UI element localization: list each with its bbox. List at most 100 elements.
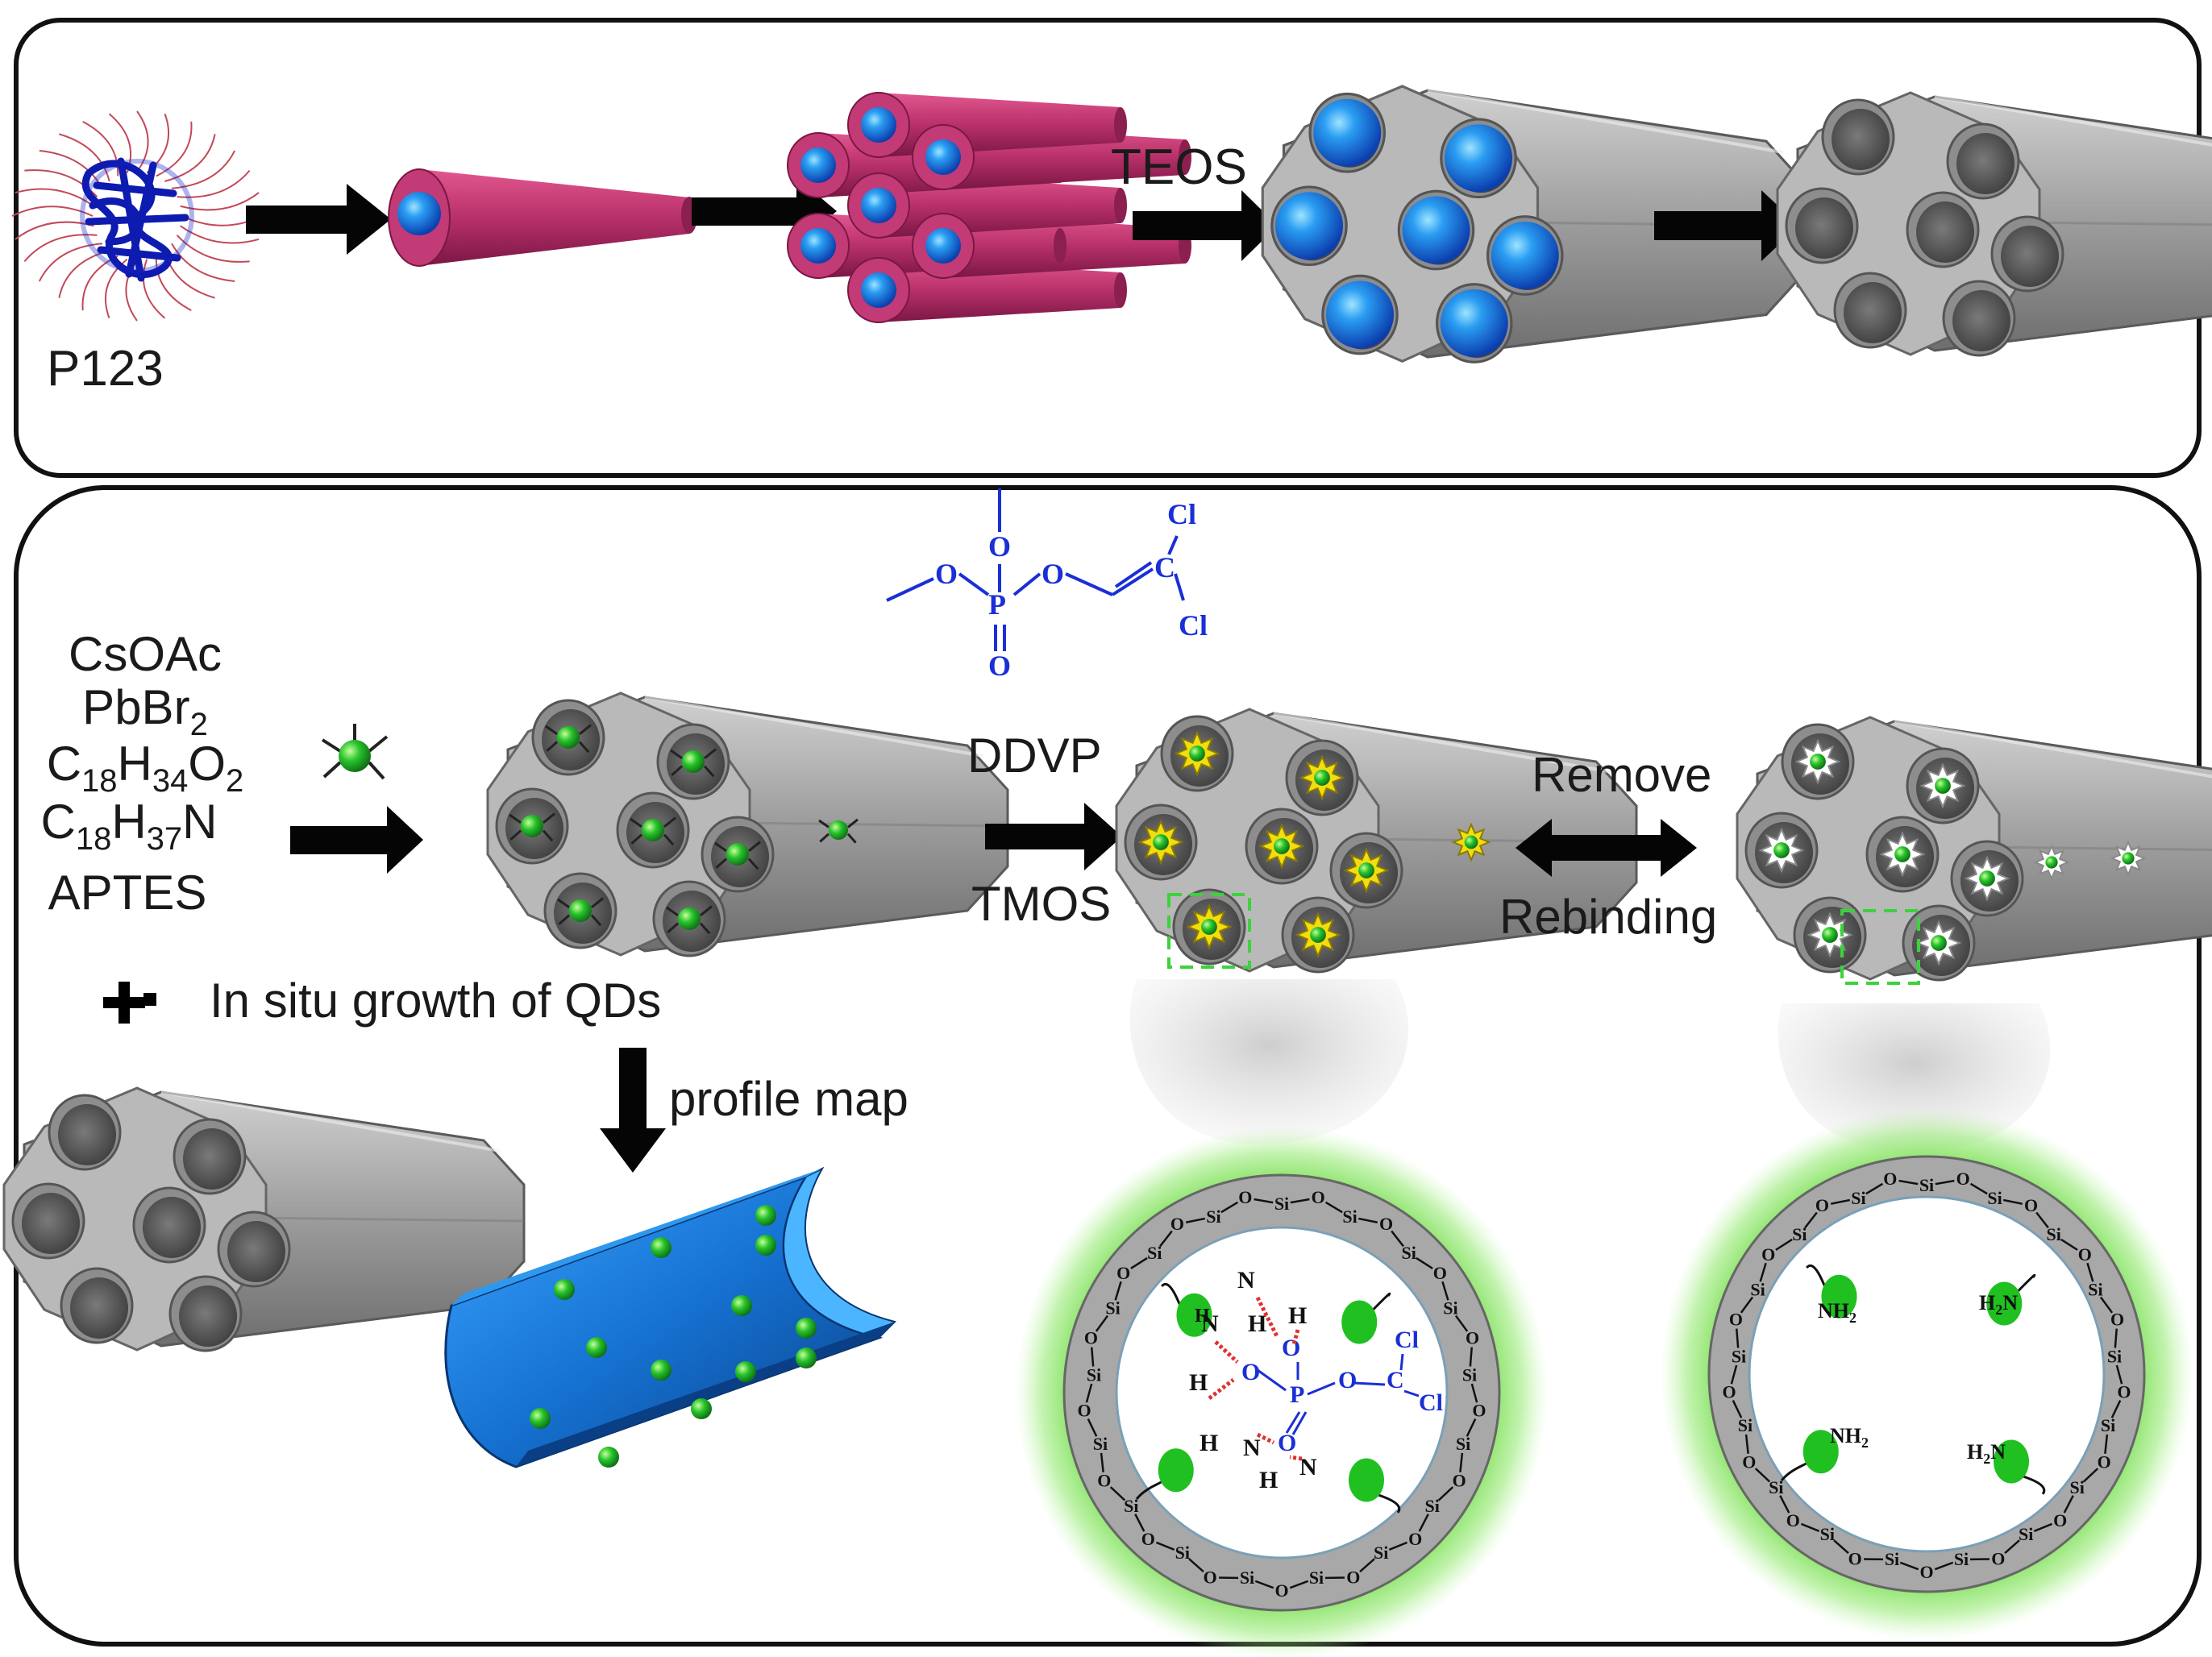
reagent-list: CsOAc PbBr2 C18H34O2 C18H37N APTES <box>40 627 243 920</box>
si-o-atom: Si <box>1147 1243 1162 1263</box>
reagent-aptes: APTES <box>48 866 207 920</box>
si-o-atom: Si <box>1738 1415 1753 1435</box>
pore-opening <box>1844 282 1902 343</box>
quantum-dot <box>731 1295 752 1316</box>
quantum-dot <box>1821 1274 1857 1319</box>
si-o-atom: Si <box>1987 1188 2002 1208</box>
quantum-dot <box>735 1361 756 1382</box>
si-o-atom: O <box>2078 1244 2092 1265</box>
template-core <box>1491 222 1559 289</box>
quantum-dot <box>670 748 717 778</box>
si-o-atom: O <box>2053 1510 2067 1530</box>
profile-map-label: profile map <box>669 1072 908 1126</box>
arrow-down-icon <box>600 1048 666 1173</box>
amine-hydrogen: H <box>1200 1430 1218 1456</box>
si-o-atom: O <box>1238 1187 1252 1207</box>
amine-group: NH2 <box>1818 1299 1856 1326</box>
si-o-atom: O <box>1116 1263 1130 1283</box>
svg-text:O: O <box>935 558 958 590</box>
ddvp-oxygen: O <box>1338 1367 1357 1393</box>
si-o-atom: Si <box>1309 1568 1324 1588</box>
amine-group: NH2 <box>1830 1424 1869 1451</box>
template-core <box>1440 289 1508 357</box>
si-o-atom: O <box>1761 1244 1775 1265</box>
svg-text:O: O <box>988 650 1011 682</box>
amine-hydrogen: H <box>1288 1302 1307 1329</box>
ddvp-oxygen: O <box>1278 1430 1296 1456</box>
si-o-atom: Si <box>1443 1298 1457 1319</box>
si-o-atom: Si <box>1732 1346 1746 1366</box>
ddvp-phosphorus: P <box>1290 1381 1304 1408</box>
si-o-atom: O <box>1077 1401 1091 1421</box>
amine-hydrogen: H <box>1195 1306 1210 1327</box>
teos-label: TEOS <box>1111 139 1247 195</box>
si-o-atom: Si <box>1342 1206 1357 1227</box>
si-o-atom: O <box>1408 1529 1422 1549</box>
ddvp-structure: O P O O C Cl Cl O <box>886 488 1208 682</box>
quantum-dot <box>530 1408 551 1429</box>
imprinted-silica <box>1115 708 1638 974</box>
quantum-dot <box>818 818 859 844</box>
quantum-dot <box>1986 1281 2023 1326</box>
quantum-dot-icon <box>321 724 389 780</box>
si-o-atom: Si <box>1240 1568 1254 1588</box>
pore-opening <box>2001 226 2059 287</box>
si-o-atom: Si <box>1456 1434 1470 1454</box>
si-o-atom: O <box>1453 1471 1466 1491</box>
si-o-atom: O <box>1141 1529 1155 1549</box>
quantum-dot <box>796 1348 817 1368</box>
amine-group: H2N <box>1979 1291 2018 1318</box>
si-o-atom: O <box>1848 1548 1862 1568</box>
template-core <box>1326 280 1394 349</box>
si-o-atom: Si <box>1401 1243 1416 1263</box>
pore-opening <box>1916 201 1974 263</box>
pore-profile-tube <box>444 1166 896 1468</box>
qd-loaded-silica <box>486 691 1009 957</box>
pore-opening <box>1956 133 2014 194</box>
quantum-dot <box>1158 1448 1194 1493</box>
si-o-atom: O <box>1466 1328 1479 1348</box>
amine-nitrogen: N <box>1201 1310 1219 1337</box>
zoom-box <box>1167 893 1251 969</box>
arrow-right-icon <box>1133 190 1278 261</box>
amine-hydrogen: H <box>1248 1310 1266 1337</box>
pore-opening <box>58 1104 116 1165</box>
reagent-oleylamine: C18H37N <box>40 795 217 857</box>
si-o-atom: O <box>1472 1401 1486 1421</box>
si-o-atom: Si <box>1820 1524 1835 1544</box>
quantum-dot <box>755 1235 776 1256</box>
reagent-pbbr2: PbBr2 <box>82 680 208 742</box>
svg-text:O: O <box>988 530 1011 563</box>
pore-opening <box>183 1128 241 1190</box>
si-o-atom: O <box>1919 1562 1933 1582</box>
si-o-atom: Si <box>2107 1346 2122 1366</box>
quantum-dot <box>1802 1430 1839 1474</box>
tmos-label: TMOS <box>971 877 1111 931</box>
si-o-atom: O <box>1883 1169 1897 1189</box>
si-o-atom: Si <box>1093 1434 1108 1454</box>
si-o-atom: Si <box>1206 1206 1220 1227</box>
amine-nitrogen: N <box>1299 1454 1317 1481</box>
si-o-atom: Si <box>1124 1496 1138 1516</box>
quantum-dot <box>755 1205 776 1226</box>
si-o-atom: Si <box>1851 1188 1865 1208</box>
pore-opening <box>70 1277 128 1339</box>
si-o-atom: Si <box>1105 1298 1120 1319</box>
quantum-dot <box>1341 1300 1378 1344</box>
svg-text:Cl: Cl <box>1167 498 1196 530</box>
si-o-atom: O <box>2110 1310 2124 1330</box>
p123-micelle <box>11 110 263 322</box>
quantum-dot <box>691 1398 712 1419</box>
si-o-atom: Si <box>1919 1175 1934 1195</box>
arrow-right-icon <box>290 806 423 874</box>
quantum-dot <box>509 812 555 842</box>
calcined-sba15 <box>1776 91 2212 357</box>
si-o-atom: O <box>1097 1471 1111 1491</box>
pore-opening <box>179 1285 237 1347</box>
si-o-atom: Si <box>1792 1224 1807 1244</box>
ddvp-chlorine: Cl <box>1395 1327 1419 1353</box>
si-o-atom: O <box>1786 1510 1800 1530</box>
svg-text:Cl: Cl <box>1179 609 1208 642</box>
template-core <box>1402 196 1470 264</box>
